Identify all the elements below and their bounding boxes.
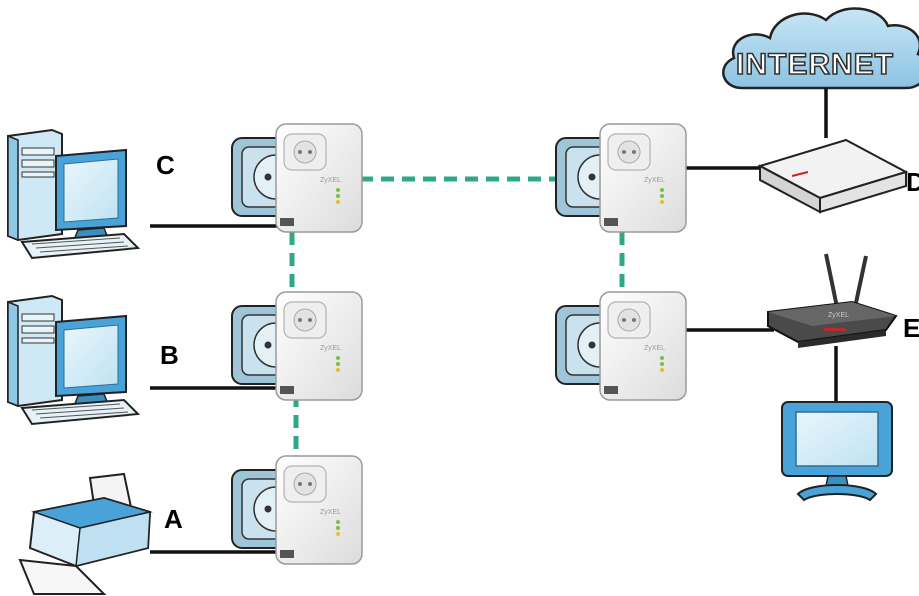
label-e: E	[903, 313, 919, 343]
internet-cloud-label: INTERNET	[736, 48, 894, 81]
wireless-router-e	[766, 252, 898, 350]
computer-b	[7, 295, 139, 425]
powerline-adapter-a	[231, 455, 363, 565]
printer-a	[18, 472, 153, 595]
computer-c	[7, 129, 139, 259]
tv	[781, 401, 893, 502]
internet-cloud: INTERNET	[722, 7, 919, 90]
label-d: D	[906, 167, 919, 197]
label-c: C	[156, 150, 175, 180]
powerline-adapter-e	[555, 291, 687, 401]
ethernet-cables	[150, 88, 838, 554]
powerline-adapter-b	[231, 291, 363, 401]
modem-d	[757, 138, 909, 214]
label-b: B	[160, 340, 179, 370]
powerline-adapter-d	[555, 123, 687, 233]
powerline-adapter-c	[231, 123, 363, 233]
label-a: A	[164, 504, 183, 534]
